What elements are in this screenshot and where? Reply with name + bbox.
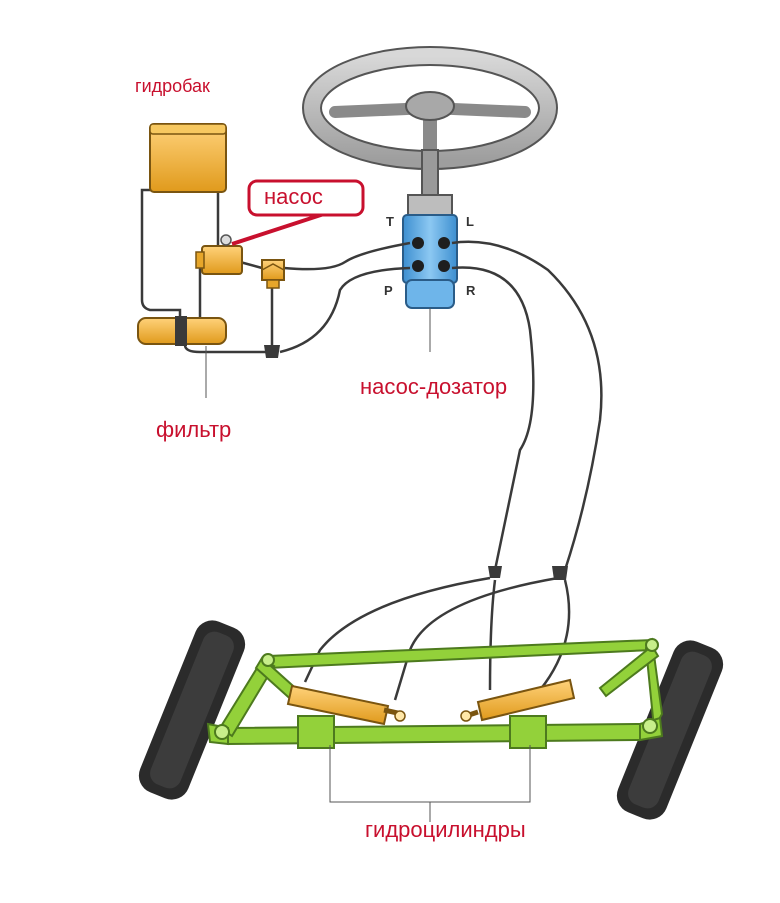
label-pump: насос <box>264 184 323 209</box>
port-label-p: P <box>384 283 393 298</box>
label-cylinders: гидроцилиндры <box>365 817 526 842</box>
hydraulic-hoses <box>140 188 603 701</box>
left-cylinder <box>286 684 406 726</box>
filter-body <box>137 316 227 398</box>
label-metering-pump: насос-дозатор <box>360 374 508 399</box>
label-tank: гидробак <box>135 76 210 96</box>
hose-junctions <box>264 345 568 580</box>
label-filter: фильтр <box>156 417 232 442</box>
valve <box>261 259 285 289</box>
right-wheel <box>616 640 724 820</box>
pump-body <box>195 234 243 275</box>
left-wheel <box>138 620 246 800</box>
right-cylinder <box>460 678 576 722</box>
cylinders-bracket <box>329 745 531 803</box>
port-label-t: T <box>386 214 394 229</box>
metering-pump-unit <box>402 214 458 352</box>
steering-wheel <box>302 46 558 218</box>
port-label-r: R <box>466 283 476 298</box>
pump-callout-line <box>231 210 331 246</box>
axle-linkage <box>206 637 664 749</box>
pump-callout-box <box>247 179 365 217</box>
hydraulic-tank <box>149 123 227 193</box>
port-label-l: L <box>466 214 474 229</box>
